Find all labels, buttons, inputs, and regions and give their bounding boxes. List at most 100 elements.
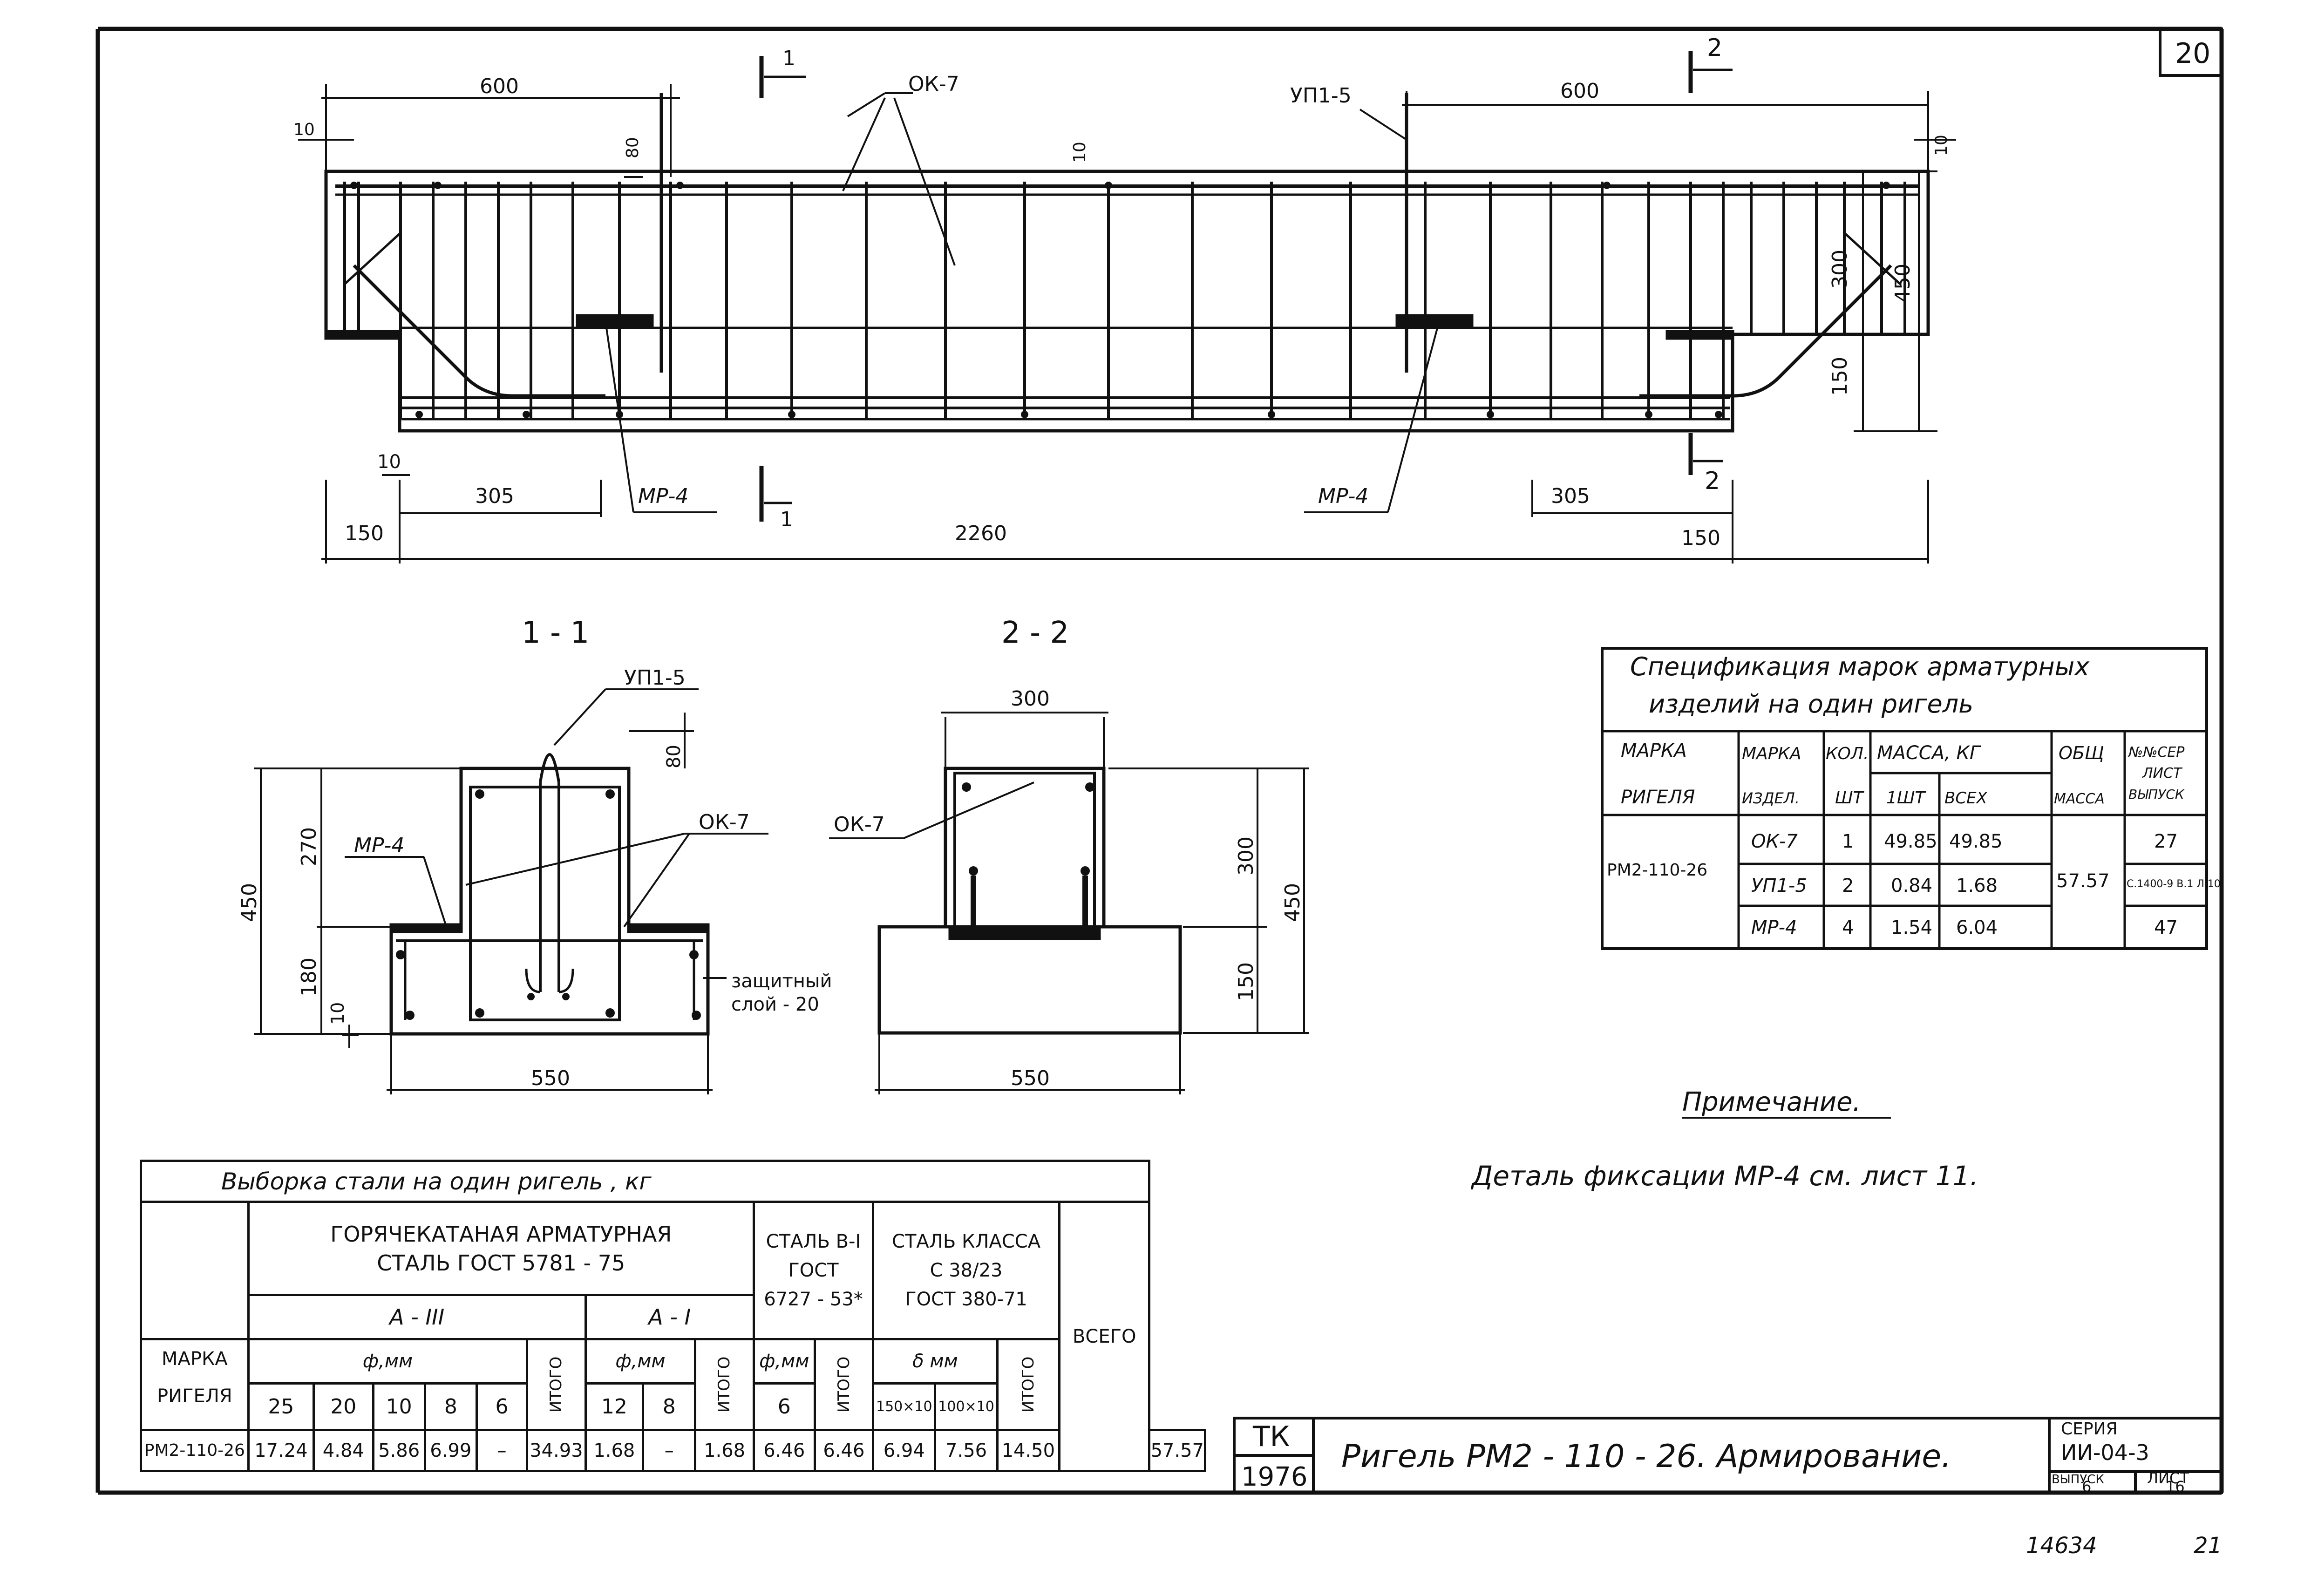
- note-text: Деталь фиксации МР-4 см. лист 11.: [1470, 1160, 1978, 1192]
- s2-label-ok7: ОК-7: [834, 813, 885, 836]
- steel-h-dia-a1: ф,мм: [584, 1338, 697, 1385]
- footer-page: 21: [2194, 1533, 2222, 1559]
- steel-row-6: –: [475, 1429, 529, 1472]
- steel-h-itogo-c-text: ИТОГО: [1019, 1356, 1038, 1413]
- section-1-1-drawing: [389, 753, 710, 1036]
- tb-series: ИИ-04-3: [2061, 1440, 2149, 1465]
- spec-title-line1: Спецификация марок арматурных: [1630, 652, 2090, 681]
- steel-h-dia-a3: ф,мм: [247, 1338, 529, 1385]
- steel-h-b1-line1: СТАЛЬ В-I: [766, 1231, 861, 1252]
- elev-dim-10-mid: 10: [1070, 142, 1089, 163]
- section-cut-markers: [759, 51, 1733, 522]
- steel-h-hot: ГОРЯЧЕКАТАНАЯ АРМАТУРНАЯ СТАЛЬ ГОСТ 5781…: [247, 1201, 755, 1296]
- steel-h-mark-line2: РИГЕЛЯ: [157, 1385, 232, 1407]
- steel-h-total: ВСЕГО: [1058, 1201, 1151, 1472]
- spec-h-item2: ИЗДЕЛ.: [1742, 789, 1800, 807]
- tb-issue: 6: [2082, 1478, 2091, 1495]
- section-2-2-dimensions: [829, 712, 1309, 1094]
- steel-h-itogo-a3: ИТОГО: [526, 1338, 587, 1431]
- steel-size-10: 10: [372, 1382, 426, 1431]
- spec-total: 57.57: [2056, 870, 2110, 892]
- spec-h-qty2: ШТ: [1835, 788, 1864, 808]
- steel-row-itogo-c: 14.50: [996, 1429, 1060, 1472]
- section-2-2-drawing: [877, 767, 1182, 1035]
- spec-h-ser3: ВЫПУСК: [2128, 787, 2185, 802]
- s2-dim-550: 550: [1011, 1066, 1050, 1090]
- steel-h-c-line1: СТАЛЬ КЛАССА: [892, 1231, 1041, 1252]
- steel-h-c-line3: ГОСТ 380-71: [905, 1289, 1027, 1310]
- steel-h-b1: СТАЛЬ В-I ГОСТ 6727 - 53*: [752, 1201, 875, 1340]
- steel-row-20: 4.84: [313, 1429, 374, 1472]
- spec-h-mark1: МАРКА: [1621, 740, 1687, 761]
- steel-h-c-line2: С 38/23: [930, 1260, 1003, 1281]
- steel-h-b1-line2: ГОСТ: [788, 1260, 839, 1281]
- page-number: 20: [2175, 37, 2210, 70]
- steel-size-20: 20: [313, 1382, 374, 1431]
- steel-size-8: 8: [423, 1382, 478, 1431]
- page-number-box: [2159, 27, 2223, 77]
- steel-size-6: 6: [475, 1382, 529, 1431]
- steel-row-itogo-a3: 34.93: [526, 1429, 587, 1472]
- s1-dim-270: 270: [297, 827, 321, 866]
- steel-h-itogo-c: ИТОГО: [996, 1338, 1060, 1431]
- cut-1-top-label: 1: [782, 47, 795, 70]
- spec-row1-mall: 49.85: [1949, 831, 2003, 852]
- tb-title: Ригель РМ2 - 110 - 26. Армирование.: [1341, 1438, 1951, 1475]
- elev-dim-600-left: 600: [480, 75, 519, 98]
- steel-size-6b: 6: [752, 1382, 816, 1431]
- spec-row2-item: УП1-5: [1751, 875, 1807, 896]
- elev-dim-150-left: 150: [345, 522, 384, 545]
- sheet-frame: [95, 27, 2224, 1495]
- spec-title-line2: изделий на один ригель: [1649, 689, 1973, 719]
- spec-h-mass: МАССА, КГ: [1877, 742, 1981, 764]
- elev-dim-10-top-left: 10: [293, 120, 315, 139]
- s1-label-up1: УП1-5: [624, 666, 686, 690]
- spec-h-ser1: №№СЕР: [2127, 744, 2185, 761]
- tb-series-label: СЕРИЯ: [2061, 1419, 2118, 1439]
- s1-label-ok7: ОК-7: [699, 810, 750, 834]
- elev-label-ok7: ОК-7: [908, 72, 959, 96]
- steel-h-itogo-a1: ИТОГО: [694, 1338, 755, 1431]
- steel-table: Выборка стали на один ригель , кг ГОРЯЧЕ…: [139, 1160, 1206, 1472]
- section-1-1-title: 1 - 1: [522, 616, 589, 650]
- elev-dim-2260: 2260: [955, 522, 1007, 545]
- steel-row-25: 17.24: [247, 1429, 315, 1472]
- spec-h-massall: ВСЕХ: [1944, 789, 1988, 808]
- spec-row1-item: ОК-7: [1751, 831, 1798, 852]
- elev-dim-600-right: 600: [1560, 79, 1599, 103]
- spec-h-ser2: ЛИСТ: [2142, 765, 2183, 781]
- spec-row3-qty: 4: [1842, 917, 1854, 938]
- tb-org: ТК: [1252, 1420, 1290, 1453]
- stirrups: [343, 182, 1906, 419]
- spec-row3-m1: 1.54: [1891, 917, 1932, 938]
- steel-h-itogo-a3-text: ИТОГО: [547, 1356, 566, 1413]
- elev-dim-305-right: 305: [1551, 484, 1590, 508]
- spec-row1-ref: 27: [2154, 831, 2178, 852]
- spec-h-total1: ОБЩ: [2059, 743, 2104, 763]
- spec-row2-qty: 2: [1842, 875, 1854, 896]
- steel-row-mark: РМ2-110-26: [140, 1429, 250, 1472]
- steel-row-itogo-b1: 6.46: [813, 1429, 875, 1472]
- steel-h-mark: МАРКА РИГЕЛЯ: [140, 1338, 250, 1431]
- footer-number: 14634: [2026, 1533, 2097, 1559]
- cut-2-top-label: 2: [1707, 34, 1722, 62]
- elev-dim-10-bottom: 10: [377, 451, 401, 473]
- steel-row-10: 5.86: [372, 1429, 426, 1472]
- elev-dim-150-height: 150: [1828, 357, 1852, 396]
- steel-row-6b: 6.46: [752, 1429, 816, 1472]
- spec-rigel: РМ2-110-26: [1607, 861, 1707, 880]
- elev-label-mp4-left: МР-4: [638, 484, 688, 508]
- steel-blank-corner: [140, 1201, 250, 1340]
- steel-row-total: 57.57: [1148, 1429, 1206, 1472]
- spec-row2-ref: С.1400-9 В.1 Л.10: [2127, 878, 2221, 890]
- spec-row3-ref: 47: [2154, 917, 2178, 938]
- s2-dim-300-side: 300: [1234, 836, 1258, 876]
- beam-elevation: [324, 93, 1930, 433]
- steel-size-100x10: 100×10: [934, 1382, 999, 1431]
- steel-h-c: СТАЛЬ КЛАССА С 38/23 ГОСТ 380-71: [872, 1201, 1060, 1340]
- s1-dim-550: 550: [531, 1066, 570, 1090]
- steel-size-8b: 8: [642, 1382, 697, 1431]
- steel-h-itogo-a1-text: ИТОГО: [715, 1356, 734, 1413]
- tb-year: 1976: [1241, 1462, 1308, 1492]
